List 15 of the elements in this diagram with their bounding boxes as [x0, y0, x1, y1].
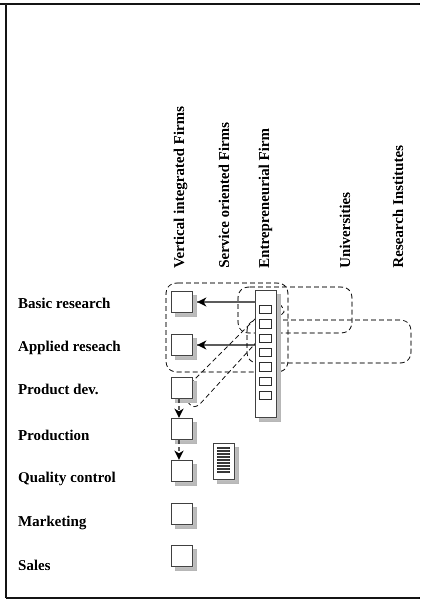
- row-label: Quality control: [18, 470, 116, 487]
- column-header: Vertical integrated Firms: [172, 106, 189, 268]
- arrow: [174, 440, 184, 460]
- row-label: Sales: [18, 558, 51, 575]
- row-label: Marketing: [18, 514, 86, 531]
- arrow: [174, 399, 184, 418]
- row-label: Applied reseach: [18, 339, 121, 356]
- row-label: Basic research: [18, 296, 110, 313]
- row-label: Production: [18, 428, 90, 445]
- column-header: Universities: [338, 192, 355, 268]
- column-header: Service oriented Firms: [217, 122, 234, 268]
- row-label: Product dev.: [18, 382, 99, 399]
- arrow: [197, 297, 255, 307]
- column-header: Entrepreneurial Firm: [257, 128, 274, 268]
- column-header: Research Institutes: [391, 145, 408, 268]
